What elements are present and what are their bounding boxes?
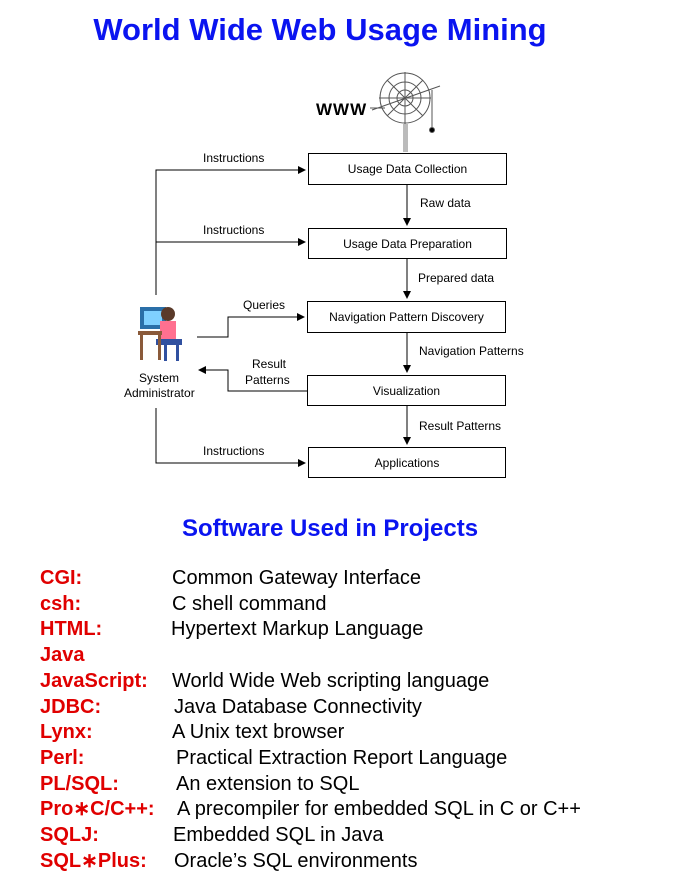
page-title: World Wide Web Usage Mining: [93, 12, 547, 47]
software-description: C shell command: [172, 592, 327, 615]
label-prepared-data: Prepared data: [418, 271, 495, 285]
spider-web-icon: [370, 72, 441, 133]
software-title: Software Used in Projects: [181, 515, 479, 542]
box-usage-data-preparation: Usage Data Preparation: [308, 228, 507, 259]
software-name: PL/SQL:: [40, 772, 119, 795]
label-instructions-2: Instructions: [203, 223, 265, 237]
software-name: Java: [40, 644, 85, 667]
software-name: JDBC:: [40, 695, 102, 718]
label-raw-data: Raw data: [420, 196, 471, 210]
software-description: Embedded SQL in Java: [173, 824, 384, 846]
label-instructions-1: Instructions: [203, 151, 265, 165]
www-label: WWW: [316, 100, 368, 119]
software-description: Practical Extraction Report Language: [176, 746, 508, 769]
label-result-patterns: Result Patterns: [419, 419, 502, 433]
software-name: HTML:: [40, 618, 103, 641]
software-description: Java Database Connectivity: [174, 695, 422, 718]
software-description: An extension to SQL: [176, 772, 360, 795]
software-description: Oracle’s SQL environments: [174, 849, 418, 872]
box-visualization: Visualization: [307, 375, 506, 406]
label-patterns: Patterns: [245, 373, 290, 387]
software-name: Pro∗C/C++:: [40, 798, 155, 821]
admin-label-line1: System: [139, 371, 180, 385]
software-name: SQLJ:: [40, 824, 99, 846]
system-administrator-icon: [138, 307, 182, 361]
diagram-connectors: [138, 72, 441, 467]
software-description: A precompiler for embedded SQL in C or C…: [177, 798, 581, 821]
box-usage-data-collection: Usage Data Collection: [308, 153, 507, 185]
admin-label-line2: Administrator: [124, 386, 195, 400]
label-result: Result: [252, 357, 287, 371]
label-queries: Queries: [243, 298, 286, 312]
software-name: SQL∗Plus:: [40, 849, 147, 872]
software-description: A Unix text browser: [172, 721, 345, 744]
software-name: CGI:: [40, 567, 83, 589]
software-name: Perl:: [40, 746, 85, 769]
software-name: Lynx:: [40, 721, 93, 744]
www-link-bar: [403, 124, 408, 152]
box-navigation-pattern-discovery: Navigation Pattern Discovery: [307, 301, 506, 333]
software-name: JavaScript:: [40, 669, 148, 692]
label-instructions-3: Instructions: [203, 444, 265, 458]
box-applications: Applications: [308, 447, 506, 478]
label-navigation-patterns: Navigation Patterns: [419, 344, 524, 358]
software-description: Hypertext Markup Language: [171, 618, 424, 641]
software-description: World Wide Web scripting language: [172, 669, 490, 692]
software-description: Common Gateway Interface: [172, 567, 421, 589]
software-name: csh:: [40, 592, 82, 615]
